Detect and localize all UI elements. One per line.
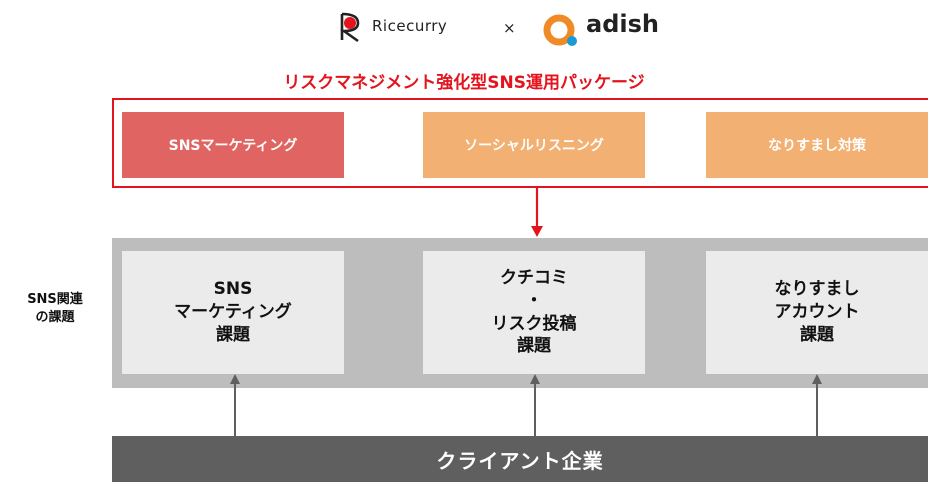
adish-brand: adish <box>586 10 659 38</box>
package-item-social-listening: ソーシャルリスニング <box>423 112 645 178</box>
collab-cross: × <box>503 19 516 37</box>
up-arrow-icon <box>812 374 822 436</box>
up-arrow-icon <box>530 374 540 436</box>
issues-side-label: SNS関連 の課題 <box>27 292 83 325</box>
ricecurry-logo-icon <box>339 12 360 43</box>
package-title: リスクマネジメント強化型SNS運用パッケージ <box>283 73 645 93</box>
issue-word-of-mouth-risk: クチコミ ・ リスク投稿 課題 <box>423 251 645 374</box>
package-frame <box>112 98 928 188</box>
down-arrow-icon <box>531 188 543 237</box>
up-arrow-icon <box>230 374 240 436</box>
package-item-sns-marketing: SNSマーケティング <box>122 112 344 178</box>
issue-impersonation-account: なりすまし アカウント 課題 <box>706 251 928 374</box>
issue-sns-marketing: SNS マーケティング 課題 <box>122 251 344 374</box>
adish-logo-icon <box>543 14 577 46</box>
ricecurry-brand: Ricecurry <box>372 17 448 35</box>
package-item-impersonation: なりすまし対策 <box>706 112 928 178</box>
client-company-bar: クライアント企業 <box>112 436 928 482</box>
